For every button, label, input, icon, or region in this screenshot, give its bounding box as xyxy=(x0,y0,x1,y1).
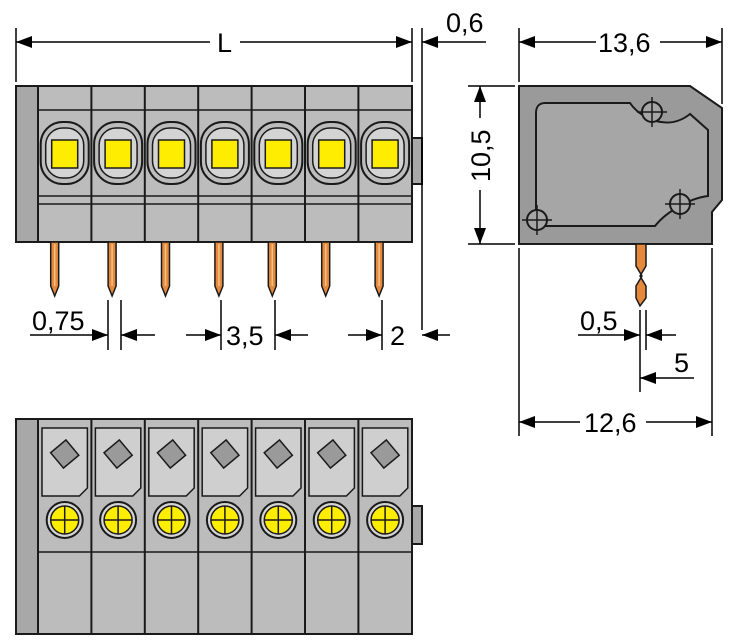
top-clamp-key xyxy=(263,438,294,470)
front-end-cap xyxy=(15,85,39,243)
top-clamp-key xyxy=(209,438,241,470)
dim-pitch-label: 3,5 xyxy=(226,321,264,351)
front-latch xyxy=(411,137,423,185)
top-view xyxy=(15,418,423,635)
side-recess xyxy=(535,102,709,227)
front-actuator xyxy=(317,139,346,169)
dim-pin-thickness-label: 0,5 xyxy=(580,306,618,336)
front-actuator xyxy=(264,139,293,169)
front-actuator xyxy=(211,139,239,169)
side-hole-left xyxy=(522,205,552,235)
top-poles xyxy=(41,419,409,634)
top-end-cap xyxy=(15,418,39,635)
front-actuator xyxy=(371,139,399,169)
top-latch xyxy=(411,505,423,545)
dim-pin-offset-right-label: 2 xyxy=(390,321,405,351)
top-clamp-key xyxy=(316,438,347,470)
top-clamp-key xyxy=(156,438,187,470)
top-clamp-key xyxy=(369,438,401,470)
dim-width-bottom-label: 12,6 xyxy=(584,408,637,438)
front-view xyxy=(15,85,423,299)
top-clamp-key xyxy=(102,438,134,470)
front-actuator xyxy=(104,139,132,169)
side-hole-right xyxy=(665,189,695,219)
dim-pin-width-label: 0,75 xyxy=(32,306,85,336)
dim-height-label: 10,5 xyxy=(466,129,496,182)
dim-pin-offset-side-label: 5 xyxy=(674,348,689,378)
dim-length-label: L xyxy=(217,28,232,58)
dim-offset-right-label: 0,6 xyxy=(446,8,484,38)
dimension-arrows xyxy=(16,36,722,428)
side-view xyxy=(518,85,723,308)
side-hole-top xyxy=(637,97,667,127)
front-poles xyxy=(39,86,411,299)
side-pin xyxy=(635,243,647,308)
front-actuator xyxy=(157,139,186,169)
top-clamp-key xyxy=(49,438,80,470)
front-actuator xyxy=(50,139,79,169)
dim-width-top-label: 13,6 xyxy=(598,28,651,58)
